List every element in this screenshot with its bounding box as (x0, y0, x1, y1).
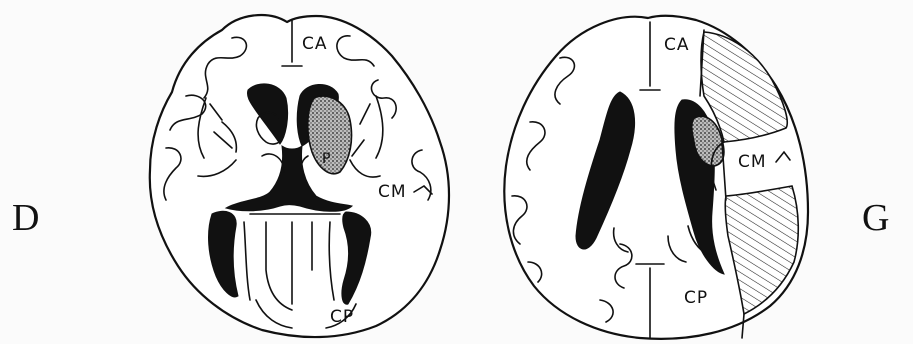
right-label-cm: CM (738, 152, 767, 172)
left-label-cm: CM (378, 182, 407, 202)
left-label-ca: CA (302, 34, 328, 54)
left-brain-section: CA CM CP P (150, 15, 449, 337)
right-brain-section: CA CM CP (504, 16, 808, 339)
right-label-cp: CP (684, 288, 708, 308)
left-label-p: P (322, 151, 331, 167)
left-label-cp: CP (330, 307, 354, 327)
right-label-ca: CA (664, 35, 690, 55)
